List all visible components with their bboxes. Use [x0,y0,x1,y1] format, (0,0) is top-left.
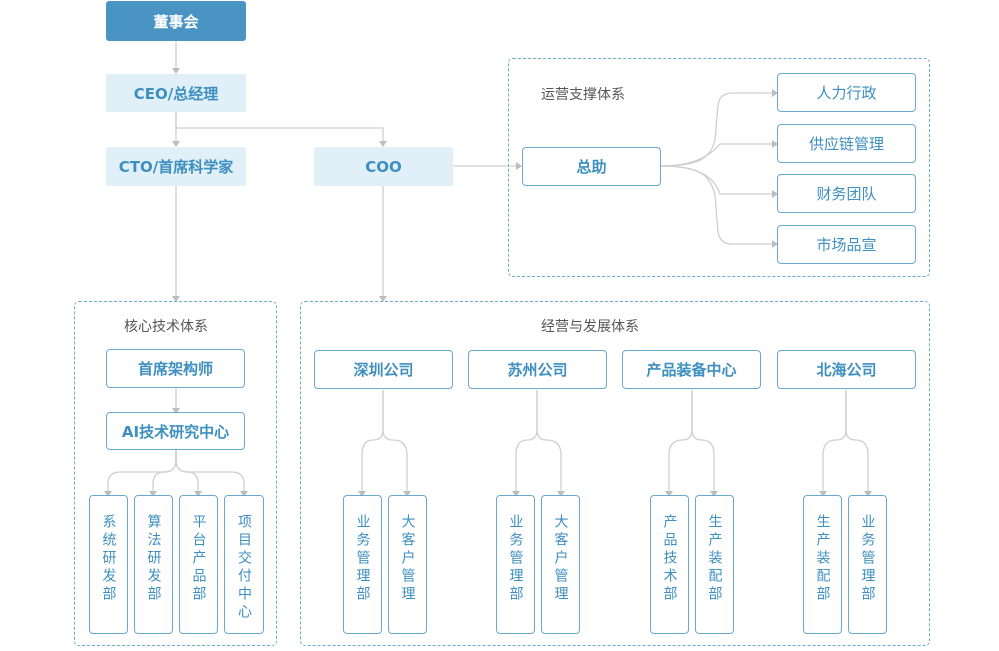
coo-node: COO [314,147,453,186]
branch-dept: 大客户管理 [388,495,427,634]
branch-dept-label: 大客户管理 [399,514,416,604]
tech-dept-algorithm-rd: 算法研发部 [134,495,173,634]
ops-item-supply-chain: 供应链管理 [777,124,916,163]
branch-dept: 业务管理部 [496,495,535,634]
biz-group-title: 经营与发展体系 [541,319,639,335]
branch-dept-label: 业务管理部 [354,514,371,604]
board-node: 董事会 [106,1,246,41]
tech-dept-system-rd: 系统研发部 [89,495,128,634]
ops-group-title: 运营支撑体系 [541,87,625,103]
tech-dept-label: 平台产品部 [190,514,207,604]
tech-dept-label: 系统研发部 [100,514,117,604]
chief-architect-node: 首席架构师 [106,349,245,388]
tech-dept-project-delivery: 项目交付中心 [224,495,264,634]
tech-dept-platform-product: 平台产品部 [179,495,218,634]
tech-group-frame [74,301,277,646]
branch-dept-label: 产品技术部 [661,514,678,604]
branch-dept-label: 生产装配部 [814,514,831,604]
ceo-node: CEO/总经理 [106,74,246,112]
ops-item-finance: 财务团队 [777,174,916,213]
branch-dept: 业务管理部 [343,495,382,634]
branch-dept-label: 业务管理部 [859,514,876,604]
biz-group-frame [300,301,930,646]
ops-item-marketing: 市场品宣 [777,225,916,264]
branch-dept: 生产装配部 [695,495,734,634]
ops-group-frame [508,58,930,277]
branch-dept-label: 大客户管理 [552,514,569,604]
branch-dept-label: 生产装配部 [706,514,723,604]
ai-research-center-node: AI技术研究中心 [106,412,245,450]
tech-dept-label: 项目交付中心 [236,514,252,622]
branch-dept: 产品技术部 [650,495,689,634]
ops-item-hr: 人力行政 [777,73,916,112]
branch-shenzhen: 深圳公司 [314,350,453,389]
cto-node: CTO/首席科学家 [106,147,246,186]
assistant-node: 总助 [522,147,661,186]
tech-group-title: 核心技术体系 [124,319,208,335]
branch-dept-label: 业务管理部 [507,514,524,604]
branch-dept: 业务管理部 [848,495,887,634]
branch-suzhou: 苏州公司 [468,350,607,389]
tech-dept-label: 算法研发部 [145,514,162,604]
branch-product-equipment-center: 产品装备中心 [622,350,761,389]
branch-dept: 生产装配部 [803,495,842,634]
branch-beihai: 北海公司 [777,350,916,389]
branch-dept: 大客户管理 [541,495,580,634]
